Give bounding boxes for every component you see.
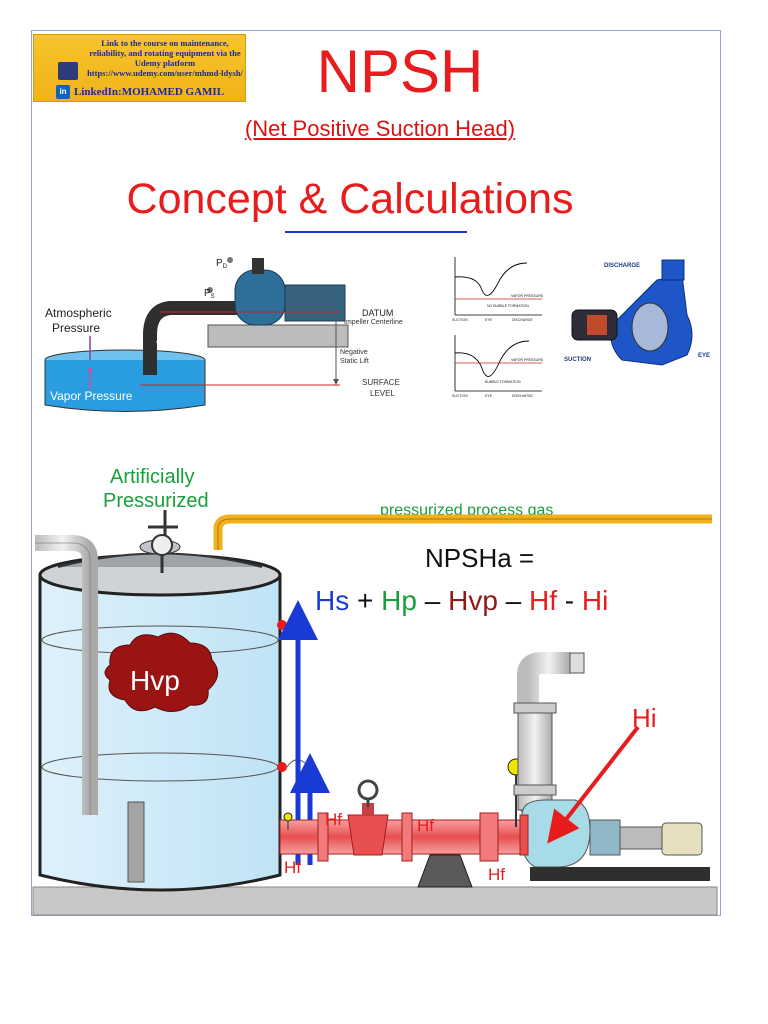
badge-text: Link to the course on maintenance, relia… xyxy=(87,38,243,78)
discharge-label: DISCHARGE xyxy=(604,263,640,269)
svg-text:SUCTION: SUCTION xyxy=(452,394,468,398)
linkedin-label[interactable]: LinkedIn:MOHAMED GAMIL xyxy=(74,86,225,98)
svg-text:DISCHARGE: DISCHARGE xyxy=(512,318,533,322)
hvp-cloud-label: Hvp xyxy=(130,665,180,696)
friction-label: Friction xyxy=(156,323,174,346)
course-badge[interactable]: Link to the course on maintenance, relia… xyxy=(33,34,246,102)
section-heading: Concept & Calculations xyxy=(126,175,574,223)
datum-label: DATUM xyxy=(362,308,393,318)
svg-text:BUBBLE FORMATION: BUBBLE FORMATION xyxy=(485,380,521,384)
hi-label: Hi xyxy=(632,703,657,733)
graph-no-bubble: VAPOR PRESSURE NO BUBBLE FORMATION SUCTI… xyxy=(452,257,544,322)
svg-text:EYE: EYE xyxy=(485,394,493,398)
heading-underline xyxy=(285,231,467,233)
suction-lift-figure: Friction PD PS DATUM Impeller Centerline… xyxy=(44,257,403,412)
pump-cutaway-figure: DISCHARGE SUCTION EYE xyxy=(564,259,710,366)
pd-label: PD xyxy=(216,258,228,270)
suction-label: SUCTION xyxy=(564,357,591,363)
udemy-logo-icon xyxy=(58,62,78,80)
hf-label: Hf xyxy=(488,865,505,884)
svg-text:SUCTION: SUCTION xyxy=(452,318,468,322)
hf-label: Hf xyxy=(325,810,342,829)
eye-label: EYE xyxy=(698,353,710,359)
svg-text:NO BUBBLE FORMATION: NO BUBBLE FORMATION xyxy=(487,304,529,308)
svg-text:DISCHARGE: DISCHARGE xyxy=(512,394,533,398)
svg-text:VAPOR PRESSURE: VAPOR PRESSURE xyxy=(511,358,544,362)
ps-label: PS xyxy=(204,288,215,300)
formula-title: NPSHa = xyxy=(425,543,534,573)
vapor-pressure-label: Vapor Pressure xyxy=(50,389,133,403)
page-title: NPSH xyxy=(316,38,484,105)
svg-text:EYE: EYE xyxy=(485,318,493,322)
linkedin-icon: in xyxy=(56,85,70,99)
npsha-formula: Hs + Hp – Hvp – Hf - Hi xyxy=(315,585,608,616)
hf-label: Hf xyxy=(417,816,434,835)
page-subtitle: (Net Positive Suction Head) xyxy=(244,116,516,141)
graph-bubble: VAPOR PRESSURE BUBBLE FORMATION SUCTION … xyxy=(452,335,544,398)
svg-text:VAPOR PRESSURE: VAPOR PRESSURE xyxy=(511,294,544,298)
impeller-label: Impeller Centerline xyxy=(344,319,403,326)
pressure-profile-figure: VAPOR PRESSURE NO BUBBLE FORMATION SUCTI… xyxy=(452,257,544,398)
hf-label: Hf xyxy=(284,858,301,877)
